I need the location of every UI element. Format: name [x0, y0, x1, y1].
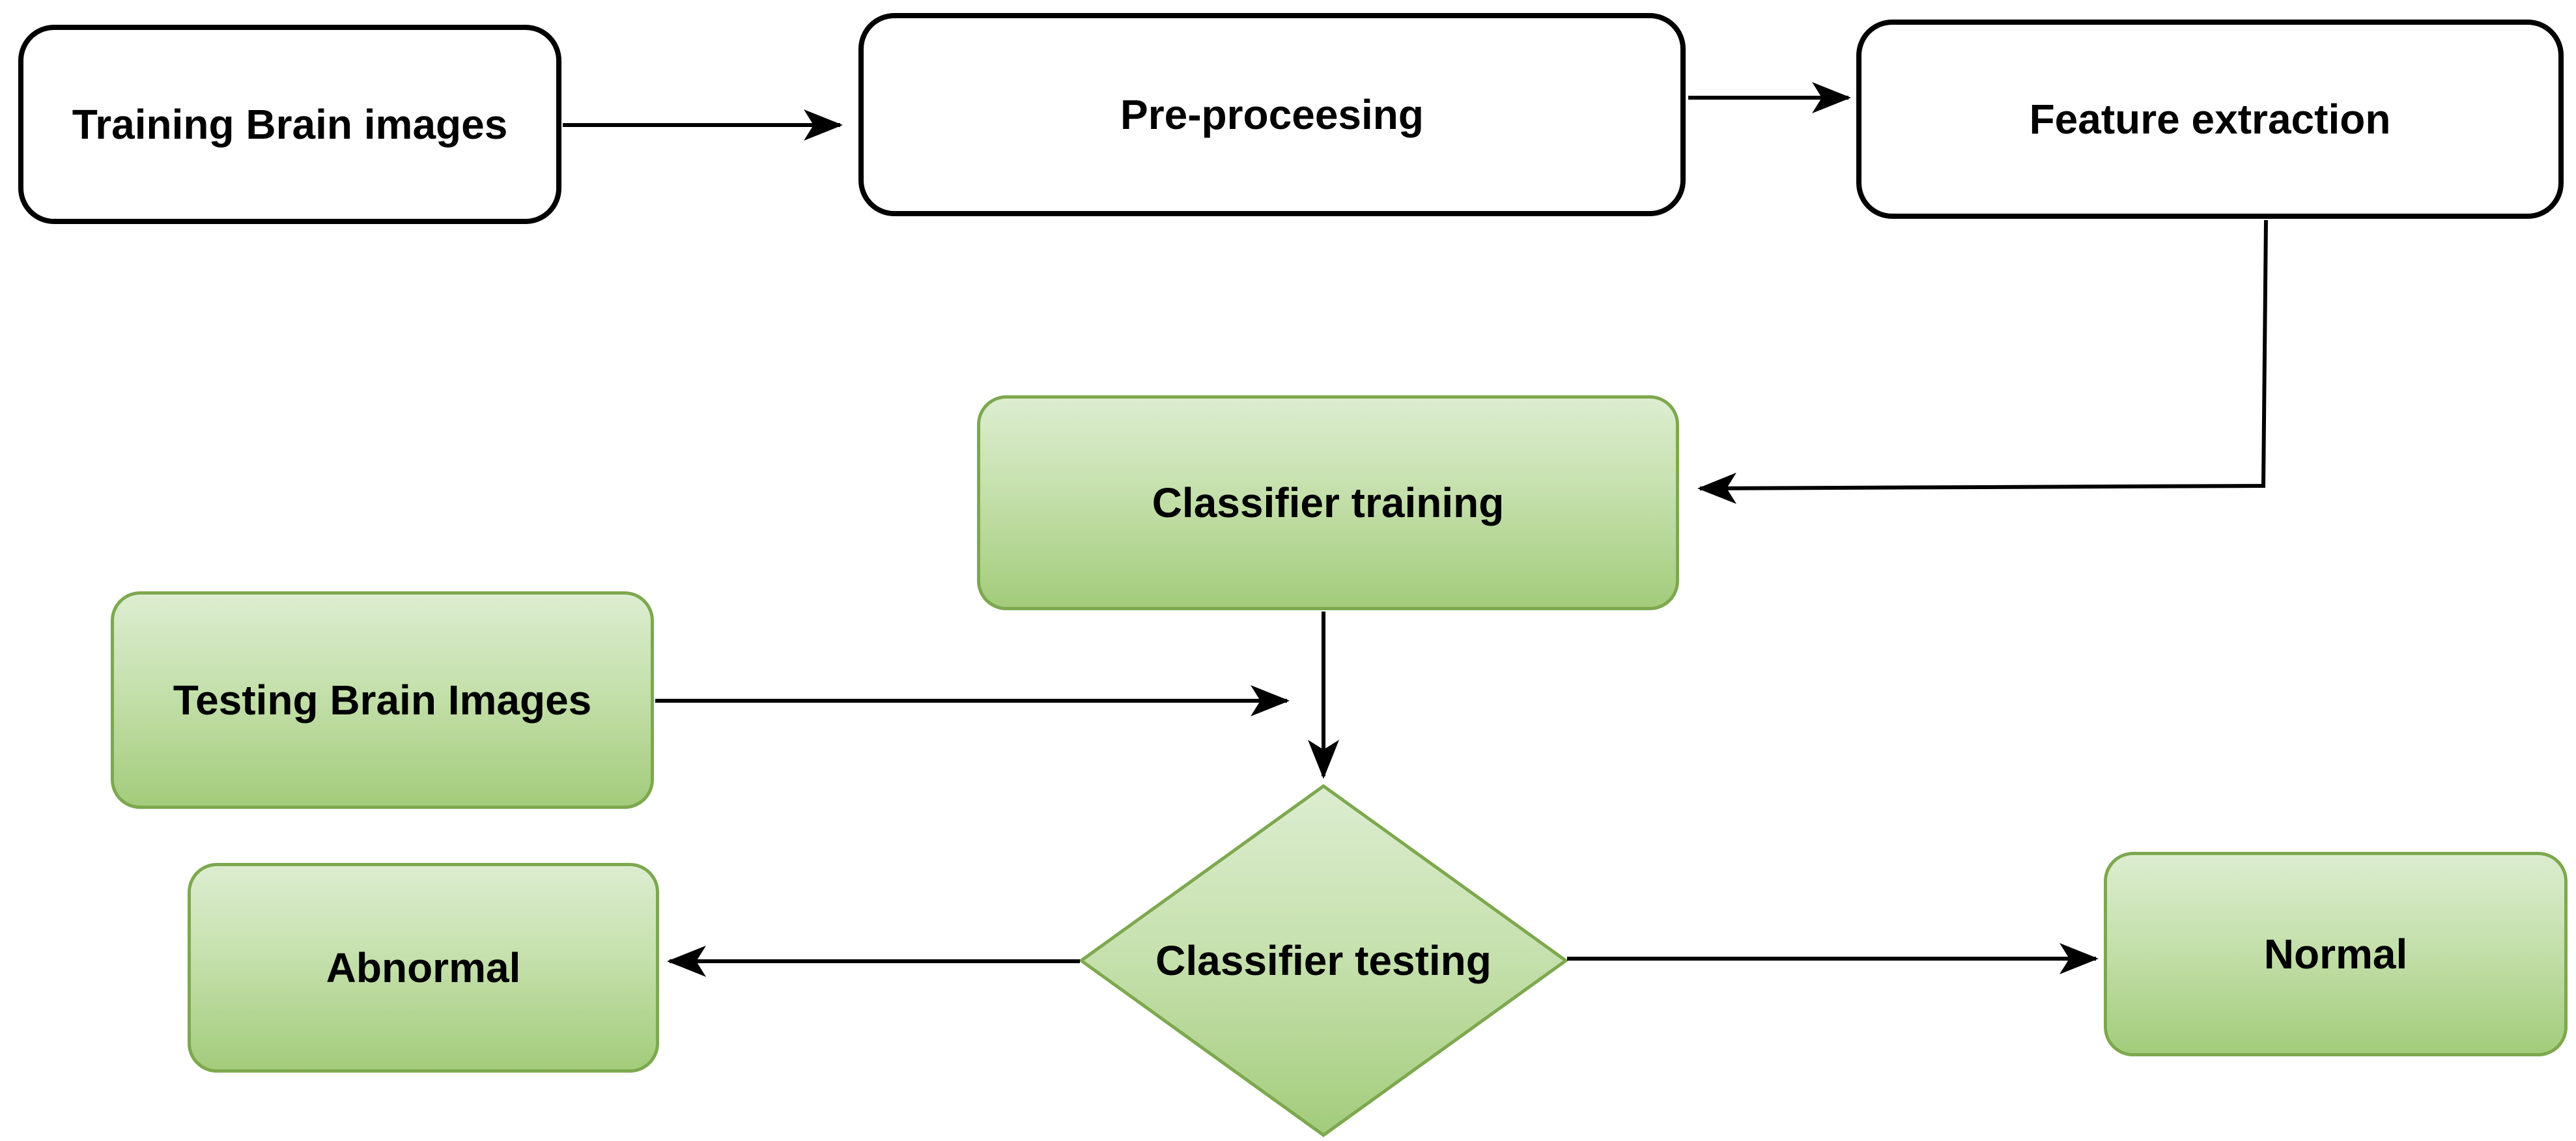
node-abnormal: Abnormal — [188, 863, 659, 1073]
node-training-brain-images: Training Brain images — [18, 25, 561, 224]
node-testing-brain-images-label: Testing Brain Images — [173, 677, 592, 724]
node-abnormal-label: Abnormal — [326, 944, 521, 991]
node-classifier-testing-shape — [1078, 783, 1569, 1138]
flow-arrow-feature-to-classifier-training — [1697, 219, 2268, 504]
node-classifier-training: Classifier training — [977, 395, 1679, 610]
node-feature-extraction: Feature extraction — [1856, 20, 2564, 219]
node-classifier-training-label: Classifier training — [1152, 479, 1505, 526]
node-training-brain-images-label: Training Brain images — [72, 101, 508, 148]
node-normal: Normal — [2104, 852, 2568, 1056]
node-feature-extraction-label: Feature extraction — [2029, 96, 2391, 143]
node-normal-label: Normal — [2263, 931, 2408, 978]
node-pre-processing-label: Pre-proceesing — [1120, 91, 1424, 138]
node-pre-processing: Pre-proceesing — [858, 13, 1686, 216]
node-testing-brain-images: Testing Brain Images — [111, 591, 654, 809]
